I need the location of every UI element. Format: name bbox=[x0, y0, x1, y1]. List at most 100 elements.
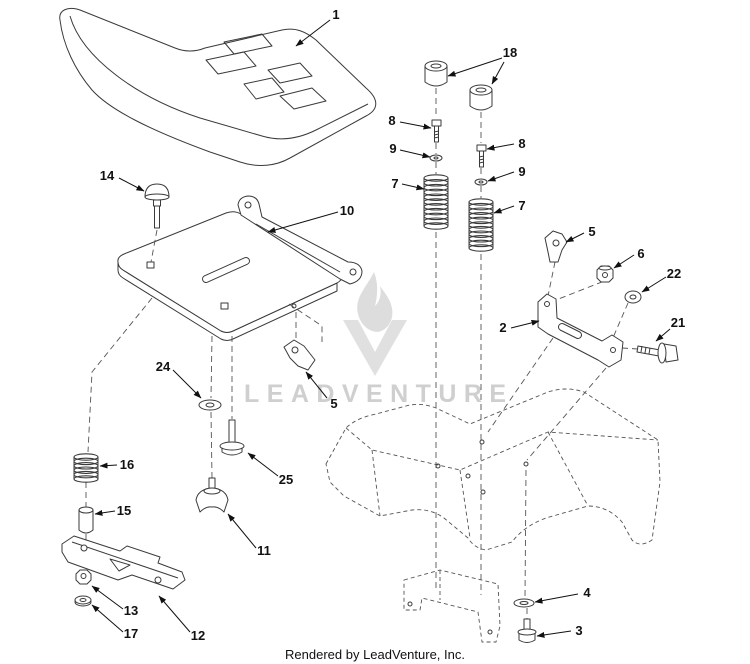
render-credit-text: Rendered by LeadVenture, Inc. bbox=[285, 647, 465, 662]
frame-ridge-line bbox=[345, 427, 659, 471]
bushing-part bbox=[78, 506, 94, 534]
mounting-plate-part bbox=[61, 535, 186, 590]
callout-label: 12 bbox=[191, 628, 205, 643]
leader-line-6 bbox=[613, 254, 635, 269]
nut-hole bbox=[80, 573, 87, 579]
frame-hole bbox=[435, 463, 441, 469]
lock-nut-part bbox=[596, 265, 614, 283]
callout-label: 16 bbox=[120, 457, 134, 472]
frame-hole bbox=[523, 461, 529, 467]
washer-part-22 bbox=[624, 290, 642, 304]
bolt-shank bbox=[636, 345, 661, 357]
flat-washer-part bbox=[513, 598, 535, 608]
callout-label: 10 bbox=[340, 203, 354, 218]
hex-bolt-part bbox=[636, 342, 679, 364]
spring-coil-turn bbox=[468, 244, 494, 252]
leader-line-18a bbox=[447, 57, 503, 77]
callout-label: 6 bbox=[637, 246, 644, 261]
frame-hole bbox=[465, 473, 471, 479]
tractor-frame-reference bbox=[325, 388, 661, 643]
assembly-line bbox=[288, 303, 323, 342]
washer-hole bbox=[629, 294, 637, 300]
frame-edge-line bbox=[547, 431, 589, 507]
leader-line-10 bbox=[267, 211, 339, 233]
callout-label: 5 bbox=[330, 396, 337, 411]
leader-line-21 bbox=[655, 328, 671, 342]
washer-hole bbox=[205, 402, 215, 408]
callout-label: 14 bbox=[100, 168, 115, 183]
plate-cutout bbox=[109, 558, 131, 572]
plate-hole bbox=[154, 576, 162, 584]
bolt-shank bbox=[154, 205, 160, 229]
watermark-brand-text: LEADVENTURE bbox=[244, 380, 506, 408]
bushing-bore bbox=[475, 87, 487, 93]
square-hole bbox=[146, 261, 155, 269]
leader-line-7-left bbox=[401, 183, 425, 191]
watermark-flame-icon bbox=[357, 272, 393, 332]
callout-label: 24 bbox=[156, 359, 171, 374]
watermark-v-icon bbox=[343, 320, 407, 376]
assembly-lines-left bbox=[82, 229, 323, 570]
assembly-line bbox=[526, 367, 607, 461]
bushing-body bbox=[469, 89, 493, 111]
clip-body bbox=[283, 339, 316, 371]
bushing-top bbox=[78, 506, 94, 514]
callout-label: 15 bbox=[117, 503, 131, 518]
bracket-slot-inner bbox=[559, 324, 581, 338]
leader-line-11 bbox=[227, 513, 257, 549]
leader-line-5-middle bbox=[305, 371, 328, 399]
nut-top bbox=[598, 265, 612, 271]
bolt-threads bbox=[478, 155, 485, 164]
callout-labels: 1 18 8 9 7 8 9 7 14 10 5 6 22 2 21 24 5 … bbox=[100, 7, 685, 643]
adjustment-slot-inner bbox=[203, 258, 249, 282]
bolt-shank bbox=[228, 419, 236, 445]
bushing-body bbox=[424, 65, 448, 87]
square-hole bbox=[220, 302, 229, 310]
bolt-head bbox=[476, 144, 487, 152]
frame-edge-line bbox=[459, 469, 471, 539]
frame-lower-bracket bbox=[403, 569, 501, 643]
seat-part bbox=[59, 7, 377, 166]
washer-hole bbox=[433, 156, 439, 160]
assembly-line bbox=[87, 297, 153, 453]
callout-label: 21 bbox=[671, 315, 685, 330]
callout-label: 2 bbox=[499, 320, 506, 335]
bushing-part-right bbox=[469, 84, 493, 111]
bolt-square-neck bbox=[153, 199, 161, 207]
callout-label: 25 bbox=[279, 472, 293, 487]
hinge-hole bbox=[349, 268, 357, 276]
hinge-hole bbox=[244, 201, 252, 209]
spring-coils bbox=[73, 453, 99, 483]
assembly-line bbox=[210, 411, 213, 479]
leader-line-16 bbox=[99, 462, 118, 469]
seat-pad bbox=[223, 33, 273, 55]
frame-outline bbox=[325, 388, 661, 551]
leader-lines bbox=[91, 19, 671, 638]
clip-part bbox=[283, 339, 316, 371]
bracket-hole bbox=[610, 347, 616, 353]
bolt-head-base bbox=[144, 193, 170, 201]
nut-hole bbox=[602, 272, 608, 278]
assembly-line bbox=[547, 261, 556, 297]
assembly-line bbox=[487, 337, 554, 433]
seat-spring-part-left bbox=[423, 174, 449, 230]
seat-outline bbox=[59, 7, 377, 166]
callout-label: 5 bbox=[588, 224, 595, 239]
leader-line-9-right bbox=[487, 171, 515, 182]
assembly-line bbox=[621, 347, 639, 350]
clip-hole bbox=[291, 346, 299, 354]
leader-line-7-right bbox=[493, 205, 515, 214]
frame-hole bbox=[479, 439, 485, 445]
callout-label: 8 bbox=[388, 113, 395, 128]
washer-part-left bbox=[429, 154, 443, 162]
bracket-body bbox=[537, 293, 624, 368]
leader-line-18b bbox=[491, 61, 505, 85]
frame-hole bbox=[487, 629, 493, 635]
spring-coils bbox=[423, 174, 449, 230]
seat-pad bbox=[243, 77, 285, 100]
callout-label: 13 bbox=[124, 603, 138, 618]
seat-pan-hinge-flange bbox=[237, 195, 363, 285]
bushing-body bbox=[78, 509, 94, 534]
seat-edge-line bbox=[69, 15, 369, 140]
callout-label: 3 bbox=[575, 623, 582, 638]
